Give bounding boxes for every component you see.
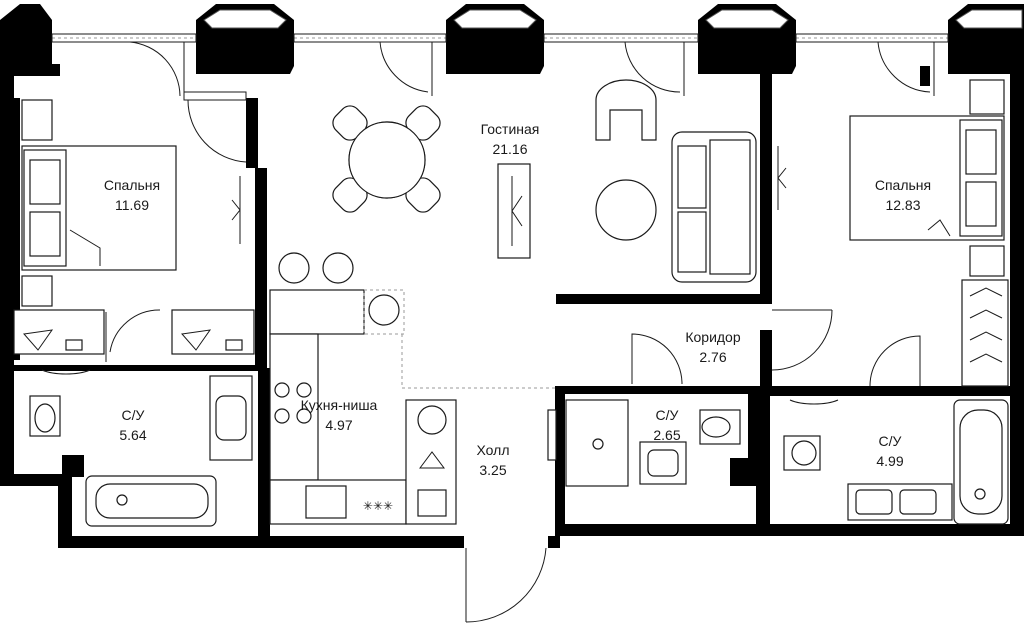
walls bbox=[0, 64, 1024, 548]
wardrobe-right bbox=[869, 279, 1009, 387]
bath-right-fixtures bbox=[783, 399, 1009, 525]
bar-counter bbox=[269, 252, 555, 389]
room-area-bath-left: 5.64 bbox=[119, 427, 146, 443]
room-name-bedroom-left: Спальня bbox=[104, 177, 160, 193]
dining-set bbox=[332, 105, 441, 213]
entry-door bbox=[465, 547, 547, 623]
corridor-door bbox=[631, 309, 833, 385]
room-name-kitchen: Кухня-ниша bbox=[301, 397, 378, 413]
sofa bbox=[595, 79, 757, 283]
room-name-bath-left: С/У bbox=[122, 407, 145, 423]
room-area-bedroom-right: 12.83 bbox=[885, 197, 920, 213]
room-name-bedroom-right: Спальня bbox=[875, 177, 931, 193]
room-name-hall: Холл bbox=[477, 442, 510, 458]
room-name-living: Гостиная bbox=[481, 121, 540, 137]
svg-text:✳✳✳: ✳✳✳ bbox=[363, 499, 393, 513]
kitchen-fixtures: ✳✳✳ bbox=[269, 333, 457, 525]
bed-right bbox=[777, 79, 1005, 277]
room-name-bath-mid: С/У bbox=[656, 407, 679, 423]
room-name-bath-right: С/У bbox=[879, 433, 902, 449]
room-area-bath-right: 4.99 bbox=[876, 453, 903, 469]
room-area-kitchen: 4.97 bbox=[325, 417, 352, 433]
room-area-living: 21.16 bbox=[492, 141, 527, 157]
room-name-corridor: Коридор bbox=[685, 329, 741, 345]
bath-left-fixtures bbox=[13, 309, 255, 527]
window-bays bbox=[0, 4, 1024, 74]
tv-stand bbox=[497, 163, 531, 259]
bay-2 bbox=[446, 4, 544, 74]
room-area-corridor: 2.76 bbox=[699, 349, 726, 365]
bay-3 bbox=[698, 4, 796, 74]
bay-4 bbox=[948, 4, 1024, 74]
bay-0 bbox=[0, 4, 52, 66]
room-area-hall: 3.25 bbox=[479, 462, 506, 478]
bay-1 bbox=[196, 4, 294, 74]
room-labels: Спальня 11.69 Гостиная 21.16 Спальня 12.… bbox=[104, 121, 931, 478]
room-area-bedroom-left: 11.69 bbox=[115, 197, 149, 213]
bed-left bbox=[21, 99, 241, 307]
balcony-doors bbox=[129, 41, 935, 163]
room-area-bath-mid: 2.65 bbox=[653, 427, 680, 443]
bath-mid-fixtures bbox=[547, 399, 741, 487]
